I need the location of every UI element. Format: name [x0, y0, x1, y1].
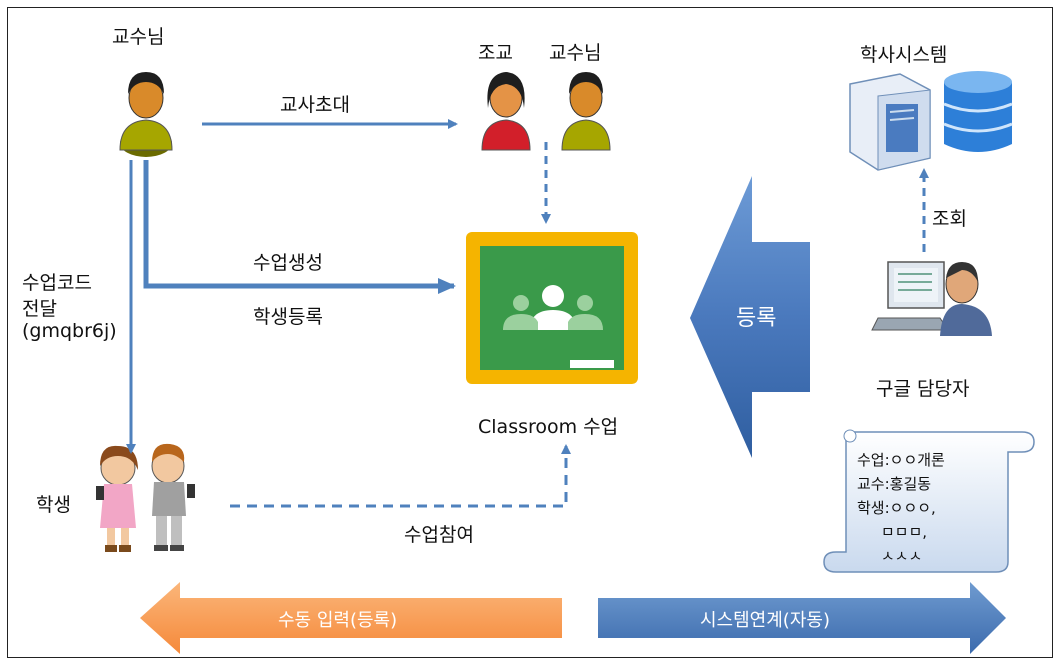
join-class-arrow [230, 444, 571, 508]
google-manager-icon [871, 261, 992, 336]
academic-system-label: 학사시스템 [860, 44, 948, 66]
register-label: 등록 [736, 306, 777, 331]
server-icon [849, 73, 931, 171]
student-label: 학생 [36, 494, 71, 516]
scroll-line: ㅅㅅㅅ [857, 547, 923, 565]
system-link-arrow [598, 582, 1006, 654]
professor2-icon [561, 72, 611, 151]
assistant-icon [481, 72, 531, 151]
scroll-line: 수업:ㅇㅇ개론 [857, 451, 945, 469]
assistant-label: 조교 [478, 42, 513, 64]
students-icon [96, 443, 195, 552]
create-class-label: 수업생성 [253, 252, 323, 274]
scroll-document [823, 429, 1035, 573]
lookup-label: 조회 [932, 208, 967, 230]
scroll-line: 교수:홍길동 [857, 475, 932, 493]
scroll-line: ㅁㅁㅁ, [857, 523, 928, 541]
professor-label: 교수님 [112, 26, 165, 48]
class-code-line-1: 수업코드 [22, 272, 92, 294]
class-code-line-2: 전달 [22, 298, 57, 320]
professor-icon [119, 72, 173, 157]
professor2-label: 교수님 [549, 42, 602, 64]
database-icon [943, 71, 1013, 152]
join-label: 수업참여 [404, 524, 474, 546]
create-class-arrow [143, 160, 456, 294]
class-code-line-3: (gmqbr6j) [22, 320, 117, 342]
manager-label: 구글 담당자 [876, 378, 970, 400]
manual-input-arrow [140, 582, 562, 654]
register-students-label: 학생등록 [253, 306, 323, 328]
invite-label: 교사초대 [280, 94, 350, 116]
register-arrow [690, 176, 810, 458]
system-link-label: 시스템연계(자동) [700, 610, 830, 631]
scroll-text: 수업:ㅇㅇ개론 교수:홍길동 학생:ㅇㅇㅇ, ㅁㅁㅁ, ㅅㅅㅅ [857, 448, 945, 568]
classroom-logo [466, 232, 638, 384]
scroll-line: 학생:ㅇㅇㅇ, [857, 499, 936, 517]
manual-input-label: 수동 입력(등록) [278, 610, 398, 631]
classroom-label: Classroom 수업 [478, 416, 619, 438]
